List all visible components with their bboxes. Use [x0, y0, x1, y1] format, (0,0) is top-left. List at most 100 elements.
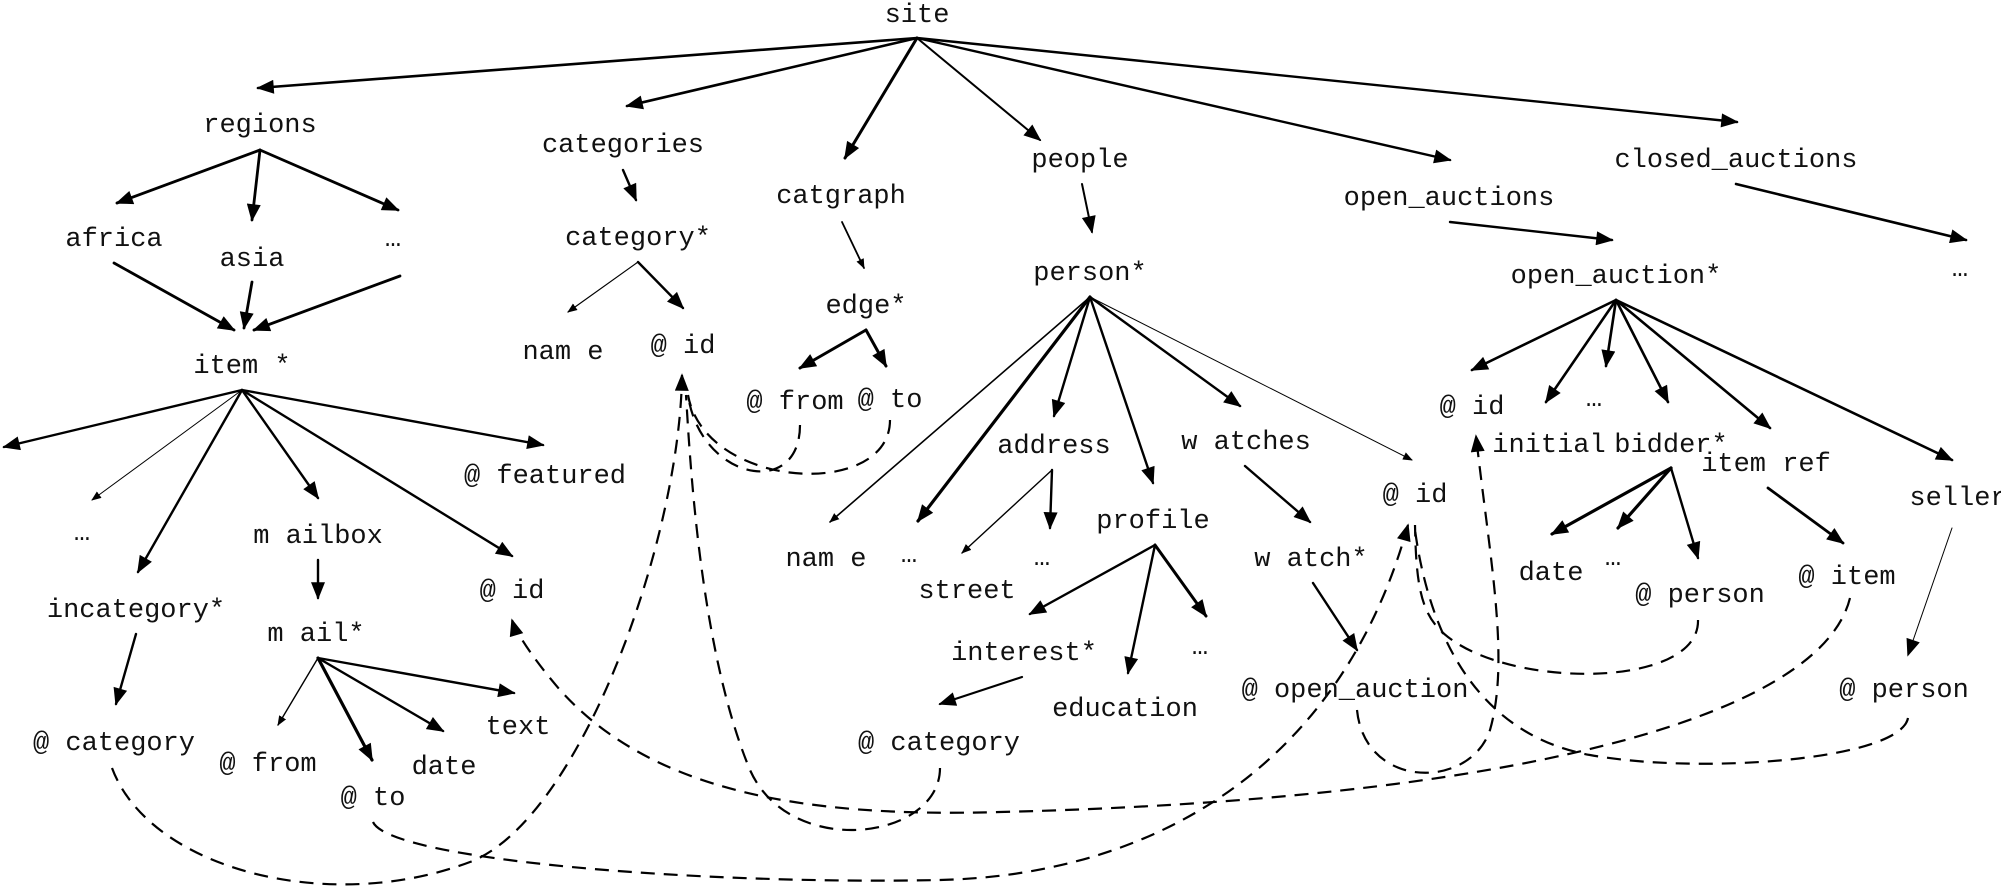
edge-open-auction-seller	[1614, 298, 1954, 462]
edge-profile-interest	[1028, 543, 1157, 616]
edge-mail-to	[316, 656, 374, 762]
node-oa-id: @ id	[1440, 393, 1505, 423]
edge-edge-to	[864, 328, 888, 368]
edge-person-watches	[1088, 295, 1242, 408]
edge-item-unnamed	[2, 388, 244, 451]
ref-item-featured-to-item-id	[509, 597, 1852, 814]
ref-bidder-person-to-person-id	[1413, 524, 1700, 675]
ref-incategory-category-to-category-id	[110, 373, 689, 886]
edge-mail-from	[277, 657, 319, 726]
edge-bidder-person	[1669, 466, 1701, 560]
node-education: education	[1052, 695, 1198, 725]
node-person-more: …	[901, 541, 917, 571]
edge-address-more	[1043, 468, 1058, 530]
node-africa: africa	[65, 225, 162, 255]
edge-person-address	[1051, 295, 1092, 418]
edge-incategory-category	[113, 632, 138, 706]
edge-watches-watch	[1243, 464, 1312, 524]
edge-category-id	[636, 260, 685, 310]
node-itemref-item: @ item	[1798, 563, 1895, 593]
node-bidder-more: …	[1605, 544, 1621, 574]
edge-address-street	[961, 469, 1053, 554]
edge-open-auction-bidder	[1614, 298, 1670, 404]
node-category: category*	[565, 224, 711, 254]
node-categories: categories	[542, 131, 704, 161]
edge-open-auctions-open-auction	[1448, 220, 1614, 246]
edge-item-incategory	[136, 388, 244, 574]
edge-categories-category	[621, 168, 638, 202]
node-asia: asia	[220, 245, 285, 275]
edge-edge-from	[798, 328, 868, 370]
node-profile: profile	[1096, 507, 1209, 537]
edge-item-more	[91, 389, 243, 501]
edge-site-categories	[625, 36, 919, 110]
edge-person-more	[916, 295, 1092, 523]
node-labels: site regions africa asia … item * … inca…	[33, 1, 2001, 814]
node-oa-more: …	[1586, 385, 1602, 415]
node-people: people	[1031, 146, 1128, 176]
node-edge: edge*	[825, 292, 906, 322]
tree-edges	[2, 36, 1968, 762]
node-category-name: nam e	[522, 338, 603, 368]
node-item: item *	[193, 352, 290, 382]
node-closed-more: …	[1952, 255, 1968, 285]
node-seller: seller	[1909, 484, 2001, 514]
edge-site-catgraph	[843, 36, 919, 160]
edge-regions-africa	[115, 148, 262, 205]
node-watches: w atches	[1181, 428, 1311, 458]
node-incategory-category: @ category	[33, 729, 195, 759]
edge-open-auction-itemref	[1614, 298, 1772, 430]
edge-person-name	[829, 296, 1091, 523]
edge-catgraph-edge	[841, 221, 865, 269]
edge-open-auction-initial	[1544, 298, 1618, 404]
edge-asia-item	[239, 280, 254, 330]
edge-item-id	[240, 388, 514, 558]
node-closed-auctions: closed_auctions	[1614, 146, 1857, 176]
edge-bidder-more	[1616, 466, 1673, 530]
edge-interest-category	[938, 675, 1024, 706]
node-address-more: …	[1034, 544, 1050, 574]
edge-profile-education	[1124, 543, 1157, 675]
edge-people-person	[1081, 183, 1096, 234]
edge-site-open-auctions	[915, 36, 1452, 164]
edge-site-regions	[256, 36, 919, 94]
edge-africa-item	[112, 261, 236, 332]
node-itemref: item ref	[1701, 450, 1831, 480]
node-person-id: @ id	[1383, 481, 1448, 511]
node-category-id: @ id	[651, 332, 716, 362]
edge-profile-more	[1153, 543, 1208, 618]
reference-edges	[110, 373, 1910, 886]
edge-site-people	[916, 37, 1042, 142]
edge-person-profile	[1088, 295, 1155, 485]
node-item-more: …	[74, 519, 90, 549]
node-mail-date: date	[412, 753, 477, 783]
ref-seller-person-to-person-id	[1413, 529, 1910, 765]
node-watch-open-auction: @ open_auction	[1242, 676, 1469, 706]
ref-edge-from-to-category-id	[686, 394, 802, 473]
node-open-auctions: open_auctions	[1344, 184, 1555, 214]
edge-itemref-item	[1766, 486, 1845, 545]
node-open-auction: open_auction*	[1511, 262, 1722, 292]
node-street: street	[918, 577, 1015, 607]
node-watch: w atch*	[1254, 545, 1367, 575]
node-mail-from: @ from	[219, 750, 316, 780]
node-person: person*	[1033, 259, 1146, 289]
node-initial: initial	[1492, 431, 1605, 461]
node-site: site	[885, 1, 950, 31]
ref-interest-category-to-category-id	[684, 394, 942, 832]
edge-seller-person	[1906, 527, 1953, 657]
node-edge-from: @ from	[746, 388, 843, 418]
edge-mail-date	[316, 656, 445, 733]
node-seller-person: @ person	[1839, 676, 1969, 706]
node-edge-to: @ to	[858, 386, 923, 416]
edge-mail-text	[316, 656, 516, 698]
node-bidder: bidder*	[1614, 431, 1727, 461]
edge-item-featured	[240, 388, 545, 450]
node-featured: @ featured	[464, 462, 626, 492]
edge-regions-more	[258, 148, 400, 212]
node-bidder-person: @ person	[1635, 581, 1765, 611]
node-interest-category: @ category	[858, 729, 1020, 759]
edge-category-name	[567, 261, 639, 313]
node-mail: m ail*	[267, 620, 364, 650]
